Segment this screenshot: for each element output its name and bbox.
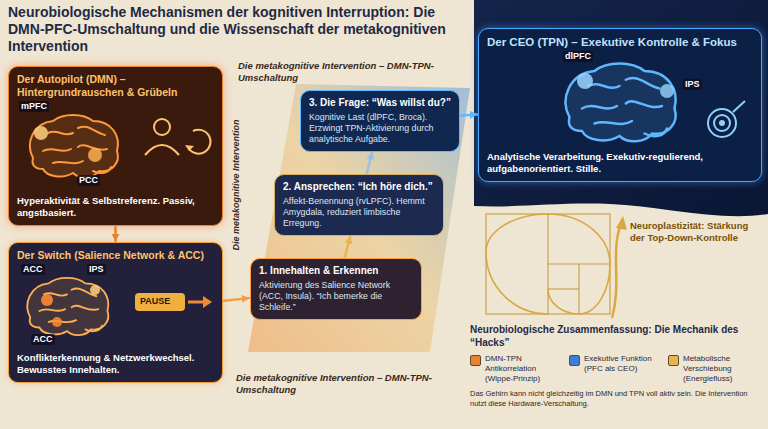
diagram-caption: Das Gehirn kann nicht gleichzeitig im DM… bbox=[470, 389, 762, 408]
energy-ribbon bbox=[248, 84, 470, 352]
switch-arrowhead bbox=[203, 296, 212, 308]
illustration-area: dlPFC IPS bbox=[487, 51, 753, 149]
loop-arrow bbox=[189, 130, 210, 154]
button-label: PAUSE bbox=[140, 296, 170, 307]
node-heading: Der CEO (TPN) – Exekutive Kontrolle & Fo… bbox=[487, 35, 753, 49]
tpn-brain-illustration bbox=[487, 51, 753, 149]
process-box: 3. Die Frage: “Was willst du?” Kognitive … bbox=[300, 90, 460, 152]
glow-dot bbox=[41, 294, 53, 306]
flow-arrow bbox=[461, 114, 477, 115]
legend-text: Exekutive Funktion (PFC als CEO) bbox=[584, 354, 662, 374]
legend: DMN-TPN Antikorrelation (Wippe-Prinzip) E… bbox=[470, 354, 762, 384]
node-heading: 1. Innehalten & Erkennen bbox=[259, 265, 413, 278]
region-label: IPS bbox=[87, 264, 106, 275]
process-box: Der Switch (Salience Network & ACC) ACC I… bbox=[8, 242, 223, 383]
brain-outline bbox=[27, 278, 108, 335]
region-label: ACC bbox=[21, 264, 45, 275]
node-body: Kognitive Last (dlPFC, Broca). Erzwingt … bbox=[309, 112, 451, 145]
node-heading: Der Autopilot (DMN) – Hintergrundrausche… bbox=[17, 73, 214, 99]
legend-item: Metabolische Verschiebung (Energiefluss) bbox=[668, 354, 761, 384]
glow-dot bbox=[52, 317, 62, 327]
node-body: Hyperaktivität & Selbstreferenz. Passiv,… bbox=[17, 195, 214, 219]
golden-rect bbox=[486, 214, 610, 314]
node-heading: 3. Die Frage: “Was willst du?” bbox=[309, 97, 451, 110]
flow-arrow bbox=[114, 227, 117, 241]
neuroplasticity-arrowhead bbox=[616, 216, 627, 230]
legend-text: Metabolische Verschiebung (Energiefluss) bbox=[683, 354, 761, 384]
loop-arrowhead bbox=[185, 145, 194, 151]
illustration-area: mPFC PCC bbox=[17, 101, 214, 193]
legend-item: DMN-TPN Antikorrelation (Wippe-Prinzip) bbox=[470, 354, 563, 384]
diagram-title: Neurobiologische Mechanismen der kogniti… bbox=[8, 4, 470, 55]
brain-outline bbox=[566, 64, 676, 142]
switch-arrow bbox=[188, 301, 205, 304]
node-body: Konflikterkennung & Netzwerkwechsel. Bew… bbox=[17, 352, 214, 376]
target-icon bbox=[708, 109, 736, 137]
navy-region bbox=[474, 0, 768, 216]
glow-dot bbox=[88, 148, 102, 162]
region-label: ACC bbox=[31, 334, 55, 345]
legend-swatch bbox=[569, 355, 580, 366]
target-arrow bbox=[733, 101, 745, 112]
legend-item: Exekutive Funktion (PFC als CEO) bbox=[569, 354, 662, 384]
note-label: Neuroplastizität: Stärkung der Top-Down-… bbox=[630, 220, 760, 244]
person-head bbox=[154, 119, 170, 135]
brain-outline bbox=[30, 115, 118, 177]
region-label: mPFC bbox=[19, 101, 49, 112]
flow-arrow bbox=[224, 298, 249, 301]
node-heading: Der Switch (Salience Network & ACC) bbox=[17, 249, 214, 262]
region-label: IPS bbox=[683, 79, 702, 90]
process-box: 2. Ansprechen: “Ich höre dich.” Affekt-Be… bbox=[274, 174, 444, 236]
target-icon bbox=[714, 115, 730, 131]
process-box: Der CEO (TPN) – Exekutive Kontrolle & Fo… bbox=[478, 28, 762, 182]
target-icon bbox=[719, 120, 725, 126]
band-label: Die metakognitive Intervention – DMN-TPN… bbox=[236, 372, 464, 396]
glow-dot bbox=[90, 285, 100, 295]
process-box: Der Autopilot (DMN) – Hintergrundrausche… bbox=[8, 66, 223, 226]
illustration-area: ACC IPS ACC PAUSE bbox=[17, 264, 214, 350]
node-body: Aktivierung des Salience Network (ACC, I… bbox=[259, 280, 413, 313]
band-label: Die metakognitive Intervention bbox=[231, 119, 242, 250]
node-body: Affekt-Benennung (rvLPFC). Hemmt Amygdal… bbox=[283, 196, 435, 229]
golden-spiral bbox=[486, 214, 610, 314]
legend-swatch bbox=[668, 355, 679, 366]
flow-arrow bbox=[367, 153, 372, 174]
process-box: 1. Innehalten & ErkennenAktivierung des … bbox=[250, 258, 422, 320]
glow-dot bbox=[34, 126, 48, 140]
dmn-brain-illustration bbox=[17, 101, 214, 193]
glow-dot bbox=[660, 84, 674, 98]
person-body bbox=[145, 145, 179, 155]
node-body: Analytische Verarbeitung. Exekutiv-regul… bbox=[487, 151, 753, 175]
node-heading: 2. Ansprechen: “Ich höre dich.” bbox=[283, 181, 435, 194]
band-label: Die metakognitive Intervention – DMN-TPN… bbox=[238, 60, 474, 84]
spiral-curve bbox=[486, 214, 610, 314]
flow-arrow bbox=[345, 237, 351, 258]
summary-heading: Neurobiologische Zusammenfassung: Die Me… bbox=[470, 324, 762, 349]
legend-text: DMN-TPN Antikorrelation (Wippe-Prinzip) bbox=[485, 354, 563, 384]
legend-swatch bbox=[470, 355, 481, 366]
region-label: PCC bbox=[77, 175, 100, 186]
neuroplasticity-arrow bbox=[612, 224, 621, 318]
glow-dot bbox=[577, 73, 593, 89]
region-label: dlPFC bbox=[563, 51, 593, 62]
golden-line bbox=[548, 288, 579, 289]
pause-button bbox=[135, 293, 185, 311]
